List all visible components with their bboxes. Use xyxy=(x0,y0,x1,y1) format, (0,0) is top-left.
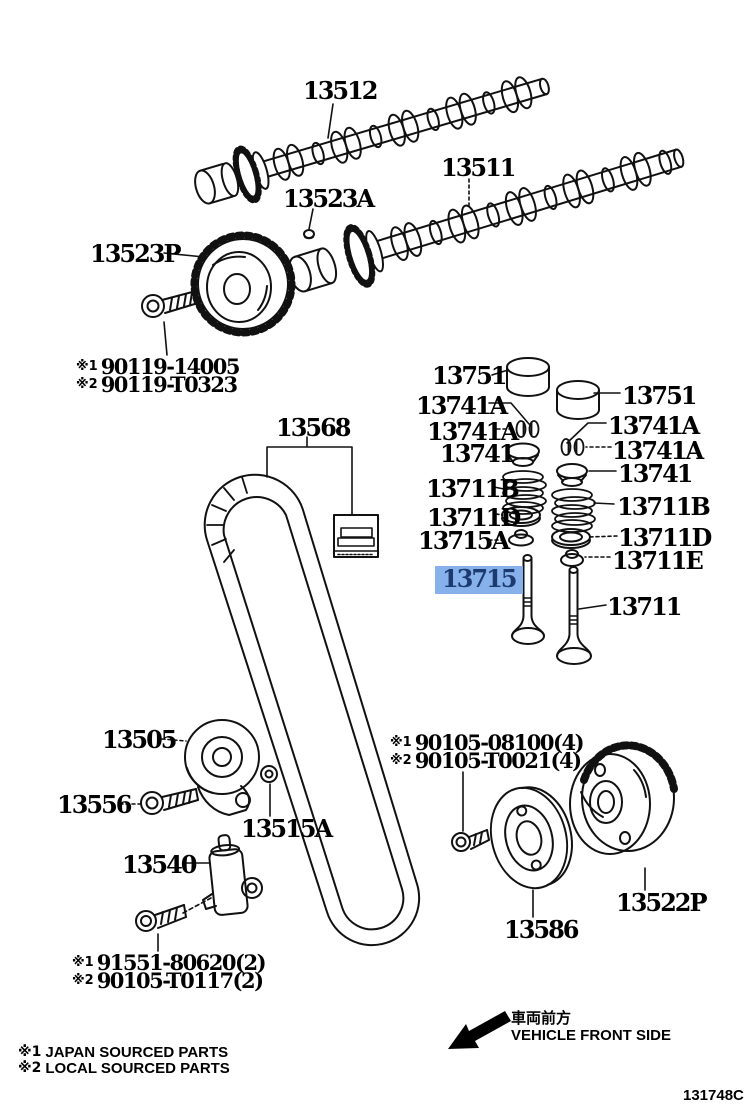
part-label-13741-right[interactable]: 13741 xyxy=(618,459,693,488)
note-row: ※2 90105-T0117(2) xyxy=(72,967,265,993)
legend-prefix: ※2 xyxy=(18,1060,42,1076)
note-pulley-bolt[interactable]: ※1 90105-08100(4) ※2 90105-T0021(4) xyxy=(390,729,585,773)
part-label-13751-right[interactable]: 13751 xyxy=(622,381,697,410)
part-label-13741-left[interactable]: 13741 xyxy=(440,439,515,468)
vehicle-front-arrow xyxy=(448,1011,511,1049)
legend-text: JAPAN SOURCED PARTS xyxy=(45,1043,229,1061)
part-label-13515A[interactable]: 13515A xyxy=(241,814,333,843)
note-number: 90105-T0117(2) xyxy=(96,967,264,993)
part-label-13711B-right[interactable]: 13711B xyxy=(617,492,711,521)
part-label-13586[interactable]: 13586 xyxy=(504,915,579,944)
timing-belt-13568-drawing xyxy=(203,473,421,947)
note-number: 90119-14005 xyxy=(100,353,241,379)
part-label-13711E[interactable]: 13711E xyxy=(612,546,704,575)
part-label-13522P[interactable]: 13522P xyxy=(616,888,708,917)
diagram-code: 131748C xyxy=(683,1087,744,1104)
spring-retainer-13741-right-drawing xyxy=(556,463,588,487)
note-prefix: ※1 xyxy=(390,734,412,750)
part-label-13711D-left[interactable]: 13711D xyxy=(427,503,521,532)
valve-lifter-13751-right-drawing xyxy=(556,380,600,420)
washer-13515A-drawing xyxy=(260,765,278,783)
spring-seat-13711D-right-drawing xyxy=(551,528,591,549)
note-prefix: ※2 xyxy=(72,972,94,988)
valve-keepers-13741A-right-drawing xyxy=(560,438,585,456)
legend-row: ※1 JAPAN SOURCED PARTS xyxy=(18,1043,230,1061)
legend-row: ※2 LOCAL SOURCED PARTS xyxy=(18,1059,230,1077)
part-label-13741A-right-1[interactable]: 13741A xyxy=(608,411,700,440)
part-label-13512[interactable]: 13512 xyxy=(303,76,378,105)
legend-text: LOCAL SOURCED PARTS xyxy=(45,1059,230,1077)
bolt-91551-drawing xyxy=(135,897,212,932)
crank-gear-13522P-drawing xyxy=(569,741,678,855)
sourcing-legend: ※1 JAPAN SOURCED PARTS ※2 LOCAL SOURCED … xyxy=(18,1043,230,1077)
part-label-13741A-left-1[interactable]: 13741A xyxy=(416,391,508,420)
part-label-13711D-right[interactable]: 13711D xyxy=(618,523,712,552)
camshaft-13511-drawing xyxy=(288,148,685,293)
crank-pulley-13586-drawing xyxy=(489,786,573,890)
front-side-jp: 車両前方 xyxy=(511,1009,572,1027)
legend-prefix: ※1 xyxy=(18,1044,42,1060)
part-label-13505[interactable]: 13505 xyxy=(102,725,177,754)
note-prefix: ※2 xyxy=(390,752,412,768)
part-label-13715A[interactable]: 13715A xyxy=(418,526,510,555)
note-prefix: ※1 xyxy=(72,954,94,970)
cam-pulley-13523P-drawing xyxy=(190,231,296,337)
part-label-13741A-left-2[interactable]: 13741A xyxy=(427,417,519,446)
idler-pulley-13505-drawing xyxy=(184,719,260,816)
valve-spring-13711B-left-drawing xyxy=(502,470,547,515)
spring-retainer-13741-left-drawing xyxy=(506,442,540,467)
valve-keepers-13741A-left-drawing xyxy=(515,420,540,438)
note-number: 90119-T0323 xyxy=(100,371,238,397)
vehicle-front-side-label: 車両前方 VEHICLE FRONT SIDE xyxy=(511,1009,672,1045)
bolt-90105-drawing xyxy=(451,829,490,852)
part-label-13711[interactable]: 13711 xyxy=(607,592,682,621)
spring-seat-13711E-drawing xyxy=(560,549,584,567)
bolt-90119-drawing xyxy=(141,290,199,318)
part-label-13556[interactable]: 13556 xyxy=(57,790,132,819)
note-row: ※1 91551-80620(2) xyxy=(72,949,267,975)
part-label-13523A[interactable]: 13523A xyxy=(283,184,375,213)
note-row: ※1 90119-14005 xyxy=(76,353,241,379)
part-13523A-drawing xyxy=(303,229,315,240)
note-number: 90105-T0021(4) xyxy=(414,747,582,773)
part-label-13751-left[interactable]: 13751 xyxy=(432,361,507,390)
front-side-en: VEHICLE FRONT SIDE xyxy=(511,1027,672,1044)
valve-13711-drawing xyxy=(556,566,592,665)
note-prefix: ※1 xyxy=(76,358,98,374)
note-number: 91551-80620(2) xyxy=(96,949,267,975)
part-label-13540[interactable]: 13540 xyxy=(122,850,197,879)
note-row: ※2 90105-T0021(4) xyxy=(390,747,583,773)
valve-spring-13711B-right-drawing xyxy=(551,488,596,533)
part-label-13511[interactable]: 13511 xyxy=(441,153,516,182)
valve-13715-drawing xyxy=(511,554,545,645)
note-cam-bolt[interactable]: ※1 90119-14005 ※2 90119-T0323 xyxy=(76,353,241,397)
part-label-13741A-right-2[interactable]: 13741A xyxy=(612,436,704,465)
spring-seat-13711D-left-drawing xyxy=(501,506,541,527)
tensioner-13540-drawing xyxy=(202,834,263,916)
spring-seat-13715A-drawing xyxy=(508,529,534,547)
note-row: ※1 90105-08100(4) xyxy=(390,729,585,755)
part-label-13715-highlighted[interactable]: 13715 xyxy=(435,566,523,594)
part-label-13568[interactable]: 13568 xyxy=(276,413,351,442)
leader-lines xyxy=(119,103,646,952)
part-label-13523P[interactable]: 13523P xyxy=(90,239,182,268)
valve-lifter-13751-left-drawing xyxy=(506,357,550,397)
note-prefix: ※2 xyxy=(76,376,98,392)
part-label-13711B-left[interactable]: 13711B xyxy=(426,474,520,503)
camshaft-13512-drawing xyxy=(194,76,550,205)
note-number: 90105-08100(4) xyxy=(414,729,585,755)
note-tensioner-bolt[interactable]: ※1 91551-80620(2) ※2 90105-T0117(2) xyxy=(72,949,267,993)
note-row: ※2 90119-T0323 xyxy=(76,371,239,397)
bolt-13556-drawing xyxy=(140,788,199,815)
